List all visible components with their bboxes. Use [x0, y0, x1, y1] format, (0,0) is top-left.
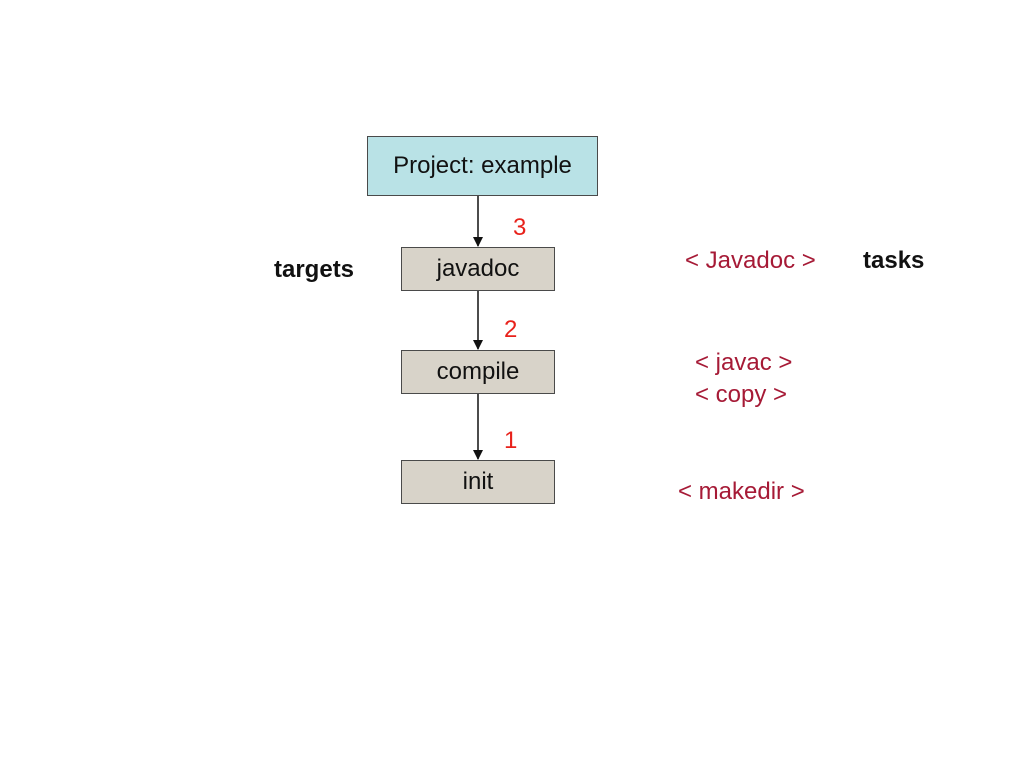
order-number-init: 1 [504, 427, 518, 454]
target-node-init: init [401, 460, 555, 504]
order-number-javadoc: 3 [513, 214, 527, 241]
target-label-javadoc: javadoc [436, 255, 520, 282]
task-javac: < javac > [695, 349, 793, 376]
targets-heading: targets [274, 256, 355, 283]
task-javadoc: < Javadoc > [685, 247, 816, 274]
target-node-javadoc: javadoc [401, 247, 555, 291]
project-label: Project: example [393, 152, 572, 179]
target-label-compile: compile [436, 358, 520, 385]
target-label-init: init [462, 468, 494, 495]
tasks-heading: tasks [863, 247, 925, 274]
target-node-compile: compile [401, 350, 555, 394]
task-makedir: < makedir > [678, 478, 805, 505]
order-number-compile: 2 [504, 316, 518, 343]
project-node: Project: example [367, 136, 598, 196]
task-copy: < copy > [695, 381, 788, 408]
